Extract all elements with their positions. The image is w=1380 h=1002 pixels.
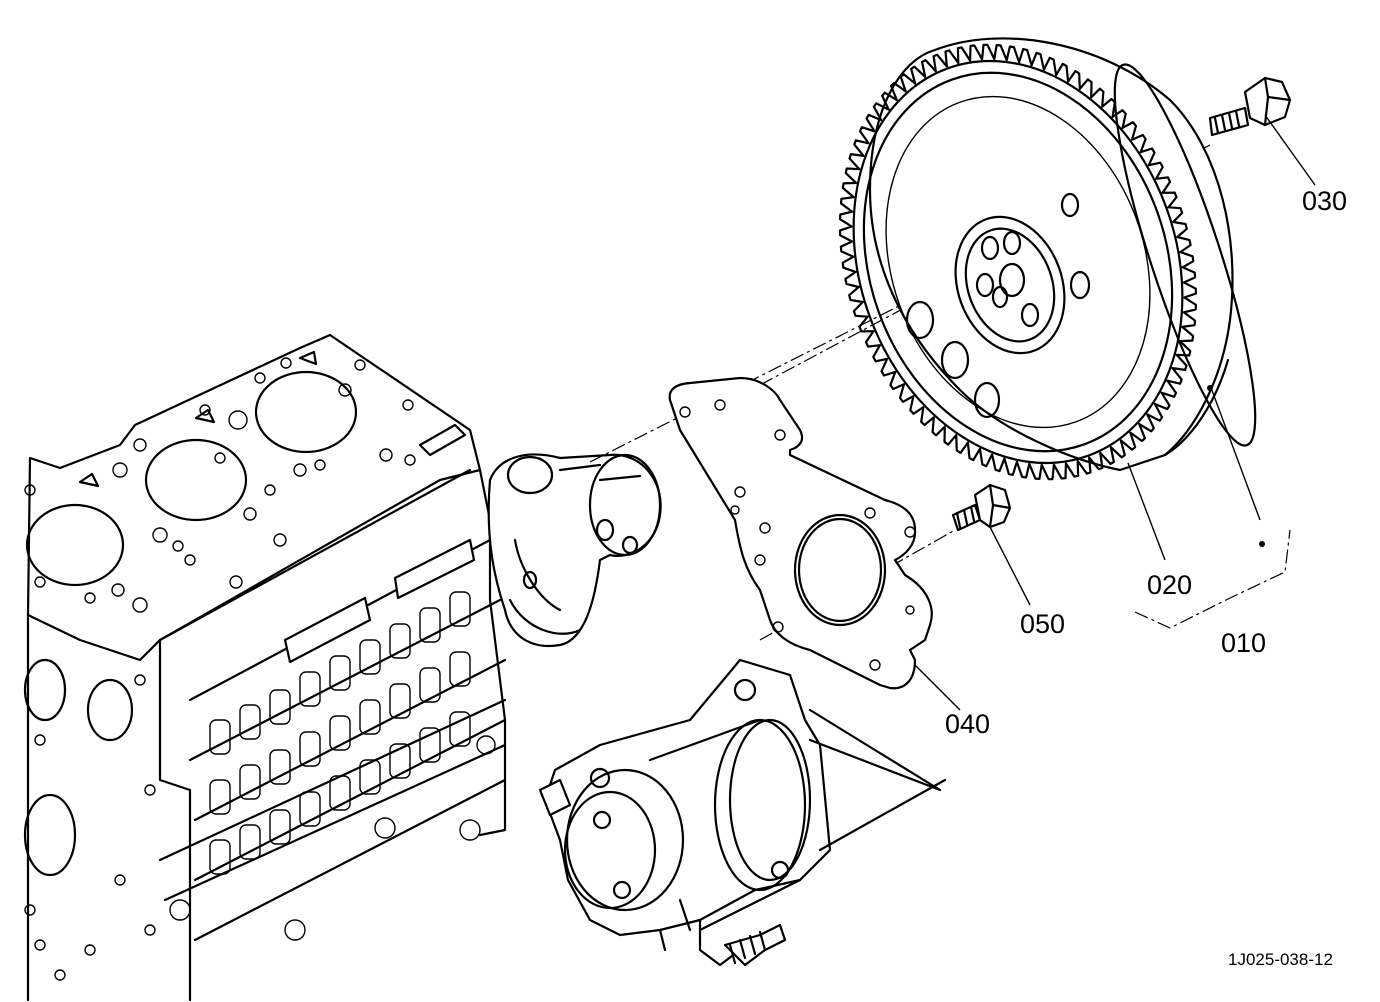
starter-motor [538, 658, 947, 967]
ring-gear-teeth [839, 43, 1197, 481]
part-label-030: 030 [1302, 186, 1347, 216]
ring-gear-outline [839, 43, 1197, 481]
flywheel-bolt [1208, 76, 1292, 137]
leader-lines [914, 114, 1316, 711]
end-plate [668, 376, 933, 690]
part-label-010: 010 [1221, 628, 1266, 658]
part-label-050: 050 [1020, 609, 1065, 639]
part-label-020: 020 [1147, 570, 1192, 600]
plate-bolt [951, 483, 1012, 532]
flywheel [839, 37, 1257, 481]
engine-block [23, 333, 507, 1002]
part-label-040: 040 [945, 709, 990, 739]
crankshaft [487, 453, 662, 648]
drawing-reference-code: 1J025-038-12 [1228, 950, 1333, 969]
